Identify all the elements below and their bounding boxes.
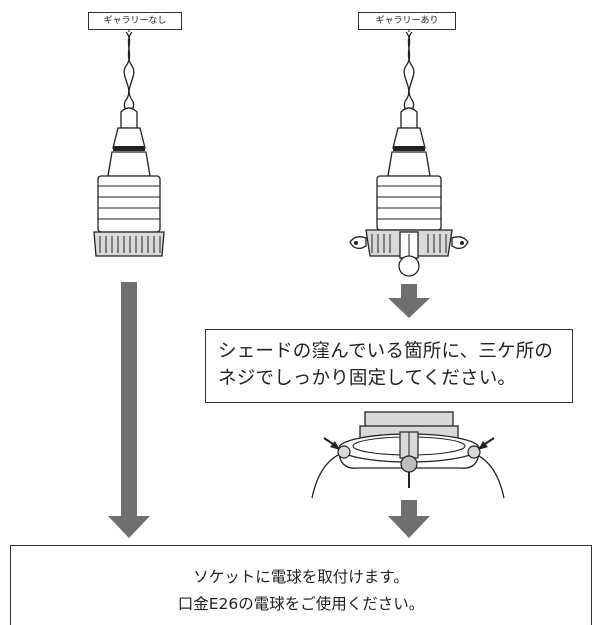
- arrow-left-long: [108, 282, 150, 538]
- instruction-line-1: シェードの窪んでいる箇所に、三ケ所の: [218, 341, 554, 362]
- instruction-line-2: ネジでしっかり固定してください。: [218, 368, 517, 389]
- final-note-line-1: ソケットに電球を取付けます。: [193, 568, 409, 586]
- socket-without-gallery: [93, 28, 165, 257]
- final-note-line-2: 口金E26の電球をご使用ください。: [177, 595, 425, 613]
- arrow-right-top: [388, 284, 430, 318]
- final-note-box: ソケットに電球を取付けます。 口金E26の電球をご使用ください。: [10, 545, 592, 625]
- socket-with-gallery: [349, 28, 469, 277]
- shade-mounting-detail: [311, 411, 505, 499]
- arrow-right-bottom: [388, 500, 430, 538]
- instruction-box: シェードの窪んでいる箇所に、三ケ所の ネジでしっかり固定してください。: [205, 329, 573, 403]
- label-without-gallery: ギャラリーなし: [88, 12, 182, 30]
- label-with-gallery: ギャラリーあり: [358, 12, 456, 30]
